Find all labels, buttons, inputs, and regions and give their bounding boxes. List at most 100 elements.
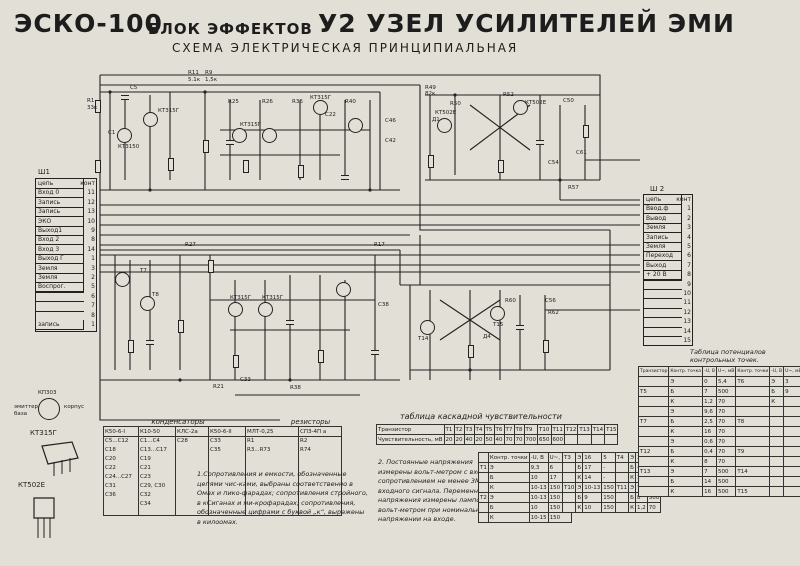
stage-cell: Б bbox=[487, 472, 530, 483]
potentials-cell: 500 bbox=[715, 476, 737, 487]
connector-pin-label bbox=[36, 291, 84, 293]
connector-pin-number: 15 bbox=[683, 337, 691, 344]
capacitor bbox=[121, 95, 129, 100]
component-designator: С36 bbox=[105, 492, 116, 498]
connector-pin-label: ЭКО bbox=[36, 216, 84, 227]
label-r40: R40 bbox=[345, 99, 356, 105]
potentials-cell: Э bbox=[668, 436, 704, 447]
potentials-cell: К bbox=[668, 396, 704, 407]
connector-pin-label: Земля bbox=[36, 273, 84, 283]
potentials-cell: Э bbox=[668, 466, 704, 477]
connector-pin-label: Запись bbox=[36, 207, 84, 218]
stage-cell: К bbox=[575, 502, 584, 513]
label-r62: R62 bbox=[548, 310, 559, 316]
stage-cell bbox=[614, 492, 630, 503]
connector-pin-label: Запись bbox=[644, 232, 682, 243]
connector-pin-number: 14 bbox=[87, 245, 95, 253]
potentials-cell bbox=[735, 476, 771, 487]
stage-cell: Э bbox=[575, 452, 584, 463]
potentials-header: U~, мВ bbox=[783, 366, 800, 377]
resistor bbox=[128, 340, 134, 353]
potentials-cell: К bbox=[769, 396, 785, 407]
potentials-cell bbox=[735, 386, 771, 397]
potentials-cell bbox=[769, 476, 785, 487]
label-c54: C54 bbox=[548, 160, 559, 166]
component-designator: С22 bbox=[105, 465, 116, 471]
label-r36: R36 bbox=[292, 99, 303, 105]
stage-cell bbox=[561, 462, 577, 473]
stage-cell: Б bbox=[628, 492, 637, 503]
connector-pin-label bbox=[644, 326, 682, 328]
capacitors-group-header: конденсаторы bbox=[151, 418, 205, 426]
stage-cell: Т2 bbox=[478, 492, 489, 503]
potentials-cell bbox=[783, 486, 800, 497]
component-designator: R74 bbox=[300, 447, 311, 453]
component-designator: С24...С27 bbox=[105, 474, 132, 480]
transistor-t10 bbox=[258, 302, 273, 317]
potentials-cell bbox=[769, 416, 785, 427]
components-table-block: конденсаторы резисторы К50-6-I К10-50 КЛ… bbox=[103, 418, 368, 516]
note-1: 1.Сопротивления и емкости, обозначенные … bbox=[197, 470, 368, 526]
cascade-transistor: Т13 bbox=[577, 424, 592, 435]
potentials-cell bbox=[783, 396, 800, 407]
potentials-cell: 70 bbox=[715, 436, 737, 447]
capacitor bbox=[516, 325, 524, 330]
legend-base: база bbox=[14, 411, 28, 417]
stage-cell: К bbox=[487, 512, 530, 523]
connector-pin-number: 9 bbox=[91, 227, 95, 234]
label-c46: C46 bbox=[385, 118, 396, 124]
potentials-cell bbox=[769, 446, 785, 457]
cascade-value: 70 bbox=[513, 434, 525, 445]
stage-cell: Э bbox=[487, 462, 530, 473]
label-t12: КТ502Е bbox=[435, 110, 457, 116]
cascade-value: 20 bbox=[443, 434, 455, 445]
label-t14: T14 bbox=[418, 336, 429, 342]
label-r57: R57 bbox=[568, 185, 579, 191]
potentials-cell bbox=[783, 416, 800, 427]
potentials-cell: 70 bbox=[715, 456, 737, 467]
potentials-cell bbox=[769, 466, 785, 477]
potentials-cell bbox=[735, 406, 771, 417]
connector-pin-number: 8 bbox=[687, 271, 691, 279]
resistor bbox=[543, 340, 549, 353]
stage-cell: 9,3 bbox=[528, 462, 549, 473]
connector-pin-number: 6 bbox=[687, 252, 691, 260]
stage-cell: Б bbox=[487, 502, 530, 513]
legend-emitter: эмиттер bbox=[14, 404, 39, 410]
legend-collector: корпус bbox=[64, 404, 85, 410]
label-t3: КТ315Г bbox=[240, 122, 262, 128]
connector-pin-number: 6 bbox=[91, 292, 95, 300]
resistor bbox=[428, 155, 434, 168]
component-designator: С28 bbox=[177, 438, 188, 444]
stage-cell: 14 bbox=[582, 472, 603, 483]
label-t5: КТ315Г bbox=[310, 95, 332, 101]
stage-cell: Т11 bbox=[614, 482, 630, 493]
connector-pin-number: 1 bbox=[687, 205, 691, 213]
cascade-value bbox=[604, 434, 619, 445]
label-r9: R9 bbox=[205, 70, 213, 76]
component-designator: С32 bbox=[140, 492, 151, 498]
potentials-cell: К bbox=[668, 486, 704, 497]
cascade-value: 700 bbox=[523, 434, 538, 445]
potentials-cell: 0,6 bbox=[702, 436, 717, 447]
label-c1: C1 bbox=[108, 130, 116, 136]
stage-cell: 16 bbox=[582, 452, 603, 463]
capacitor bbox=[286, 320, 294, 325]
label-c42: C42 bbox=[385, 138, 396, 144]
connector-pin-label: Земля bbox=[644, 242, 682, 252]
component-designator: С1...С4 bbox=[140, 438, 160, 444]
cascade-transistor: Т15 bbox=[604, 424, 619, 435]
resistor bbox=[208, 260, 214, 273]
potentials-cell: Т15 bbox=[735, 486, 771, 497]
potentials-cell bbox=[637, 406, 670, 417]
potentials-header: -U, В bbox=[702, 366, 717, 377]
cascade-transistor: Т1 bbox=[443, 424, 455, 435]
connector-pin-number: 8 bbox=[91, 311, 95, 319]
potentials-cell bbox=[735, 396, 771, 407]
transistor-t3 bbox=[232, 128, 247, 143]
component-designator: С35 bbox=[210, 447, 221, 453]
transistor-legend: КП303 эмиттер база корпус КТ315Г КТ502Е bbox=[14, 390, 84, 550]
cascade-value: 70 bbox=[503, 434, 515, 445]
transistor-t14 bbox=[420, 320, 435, 335]
